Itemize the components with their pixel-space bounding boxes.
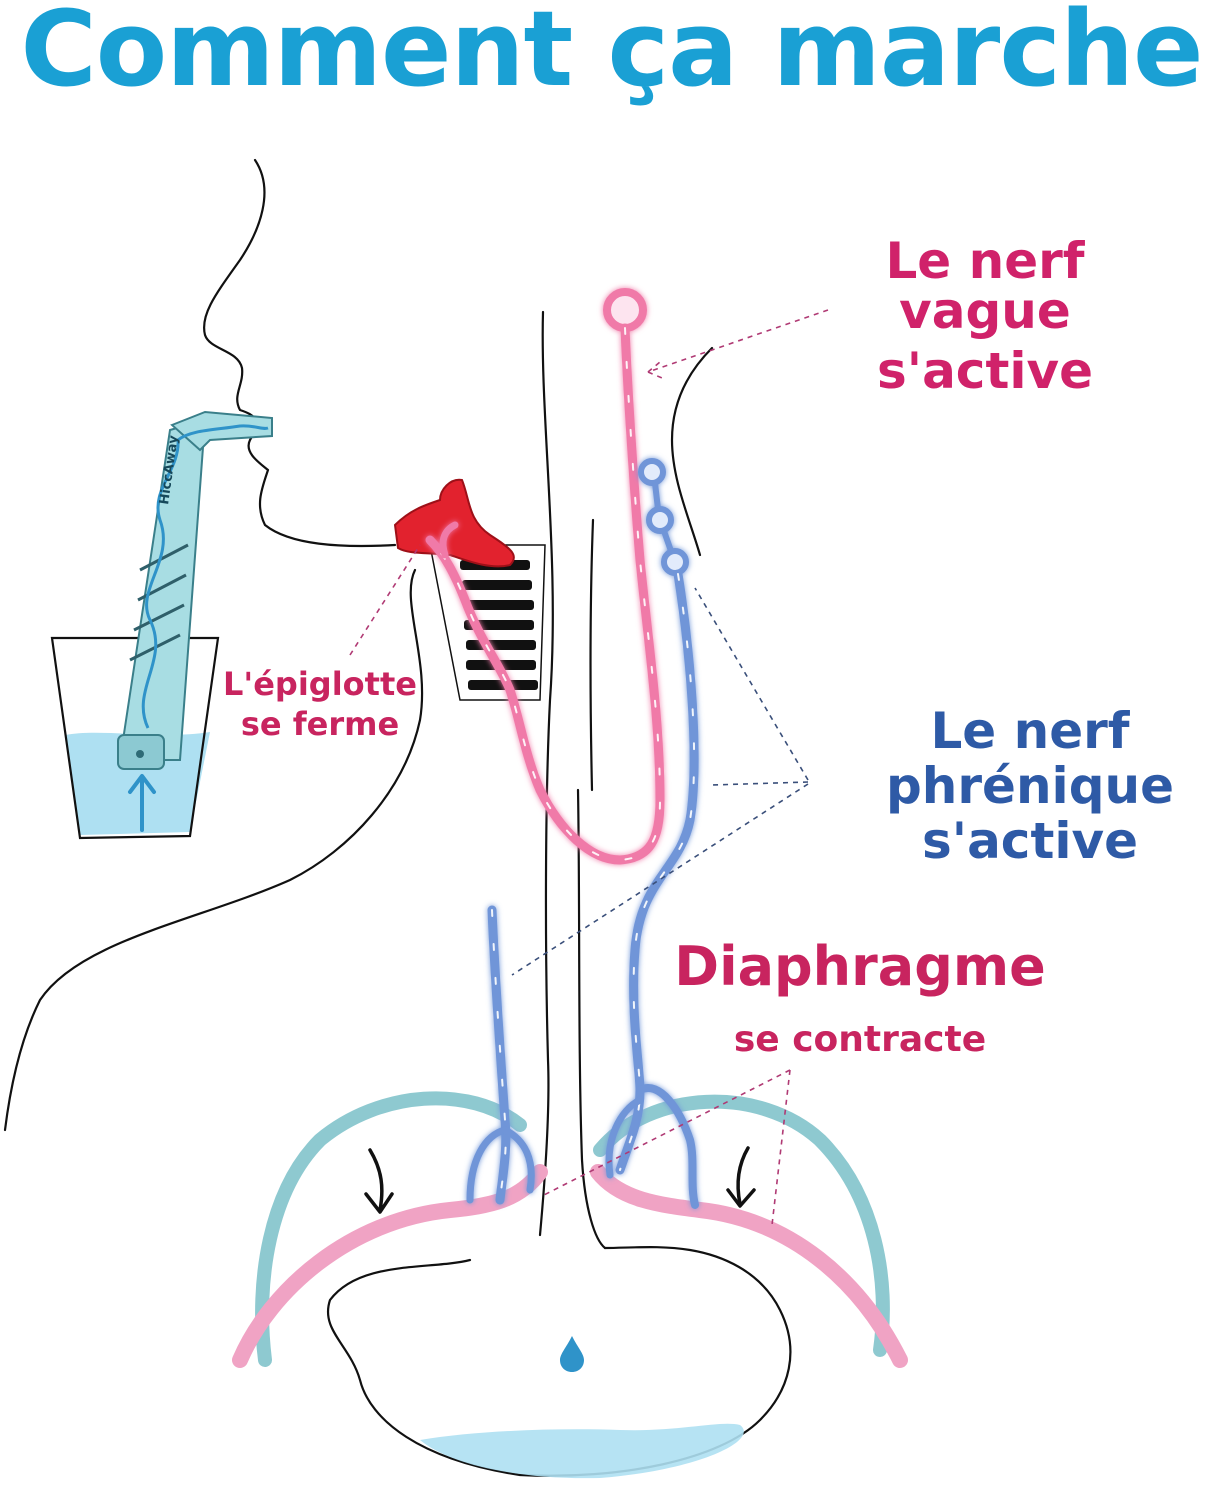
leader-phrenic-3 (511, 783, 809, 976)
vagus-label-line1: Le nerf (885, 232, 1085, 290)
rib-left (255, 1091, 527, 1367)
phrenic-nerve-label: Le nerf phrénique s'active (880, 704, 1180, 869)
esophagus-right (589, 518, 595, 792)
diaphragm-label-line2: se contracte (733, 1019, 987, 1060)
ribs (255, 1091, 890, 1367)
diaphragm-right (590, 1164, 908, 1368)
neck-back-outline (3, 568, 424, 1132)
epiglottis-label-line2: se ferme (240, 705, 400, 743)
back-right-outline (670, 346, 714, 557)
diaphragm-label-line1: Diaphragme (674, 935, 1046, 998)
rib-right (593, 1094, 890, 1357)
straw-top (170, 410, 273, 452)
vagus-nerve (425, 288, 665, 865)
diaphragm-left (232, 1164, 548, 1368)
leader-phrenic-2 (711, 781, 809, 786)
arrow-up-icon (128, 774, 156, 832)
esophagus-left (576, 788, 607, 1250)
leader-epiglottis (349, 544, 421, 656)
vagus-nerve-node (603, 288, 647, 332)
vagus-label-line3: s'active (877, 342, 1093, 400)
water-drop-icon (560, 1336, 584, 1372)
phrenic-label-line3: s'active (922, 812, 1138, 870)
vagus-nerve-label: Le nerf vague s'active (860, 236, 1110, 396)
arrow-down-icon (364, 1148, 394, 1214)
face-profile (202, 158, 397, 548)
leader-phrenic-1 (694, 587, 809, 781)
page-title: Comment ça marche (20, 0, 1203, 110)
vagus-label-line2: vague (899, 282, 1071, 340)
straw-flow (141, 424, 269, 729)
diaphragm (232, 1164, 908, 1368)
arrow-down-icon (726, 1146, 756, 1208)
spine-line-left (538, 310, 554, 1237)
phrenic-nerve (466, 458, 699, 1209)
leader-vagus (647, 309, 829, 373)
epiglottis-label-line1: L'épiglotte (223, 665, 417, 703)
phrenic-nerve-node (638, 458, 666, 486)
diaphragm-label: Diaphragme se contracte (670, 940, 1050, 1058)
stomach-water (420, 1423, 744, 1479)
leader-diaphragm-2 (771, 1069, 791, 1226)
phrenic-label-line1: Le nerf (930, 702, 1130, 760)
epiglottis-label: L'épiglotte se ferme (210, 664, 430, 744)
leader-lines (349, 309, 829, 1226)
straw: HiccAway (117, 410, 273, 770)
phrenic-label-line2: phrénique (886, 757, 1174, 815)
leader-diaphragm-1 (541, 1069, 791, 1197)
